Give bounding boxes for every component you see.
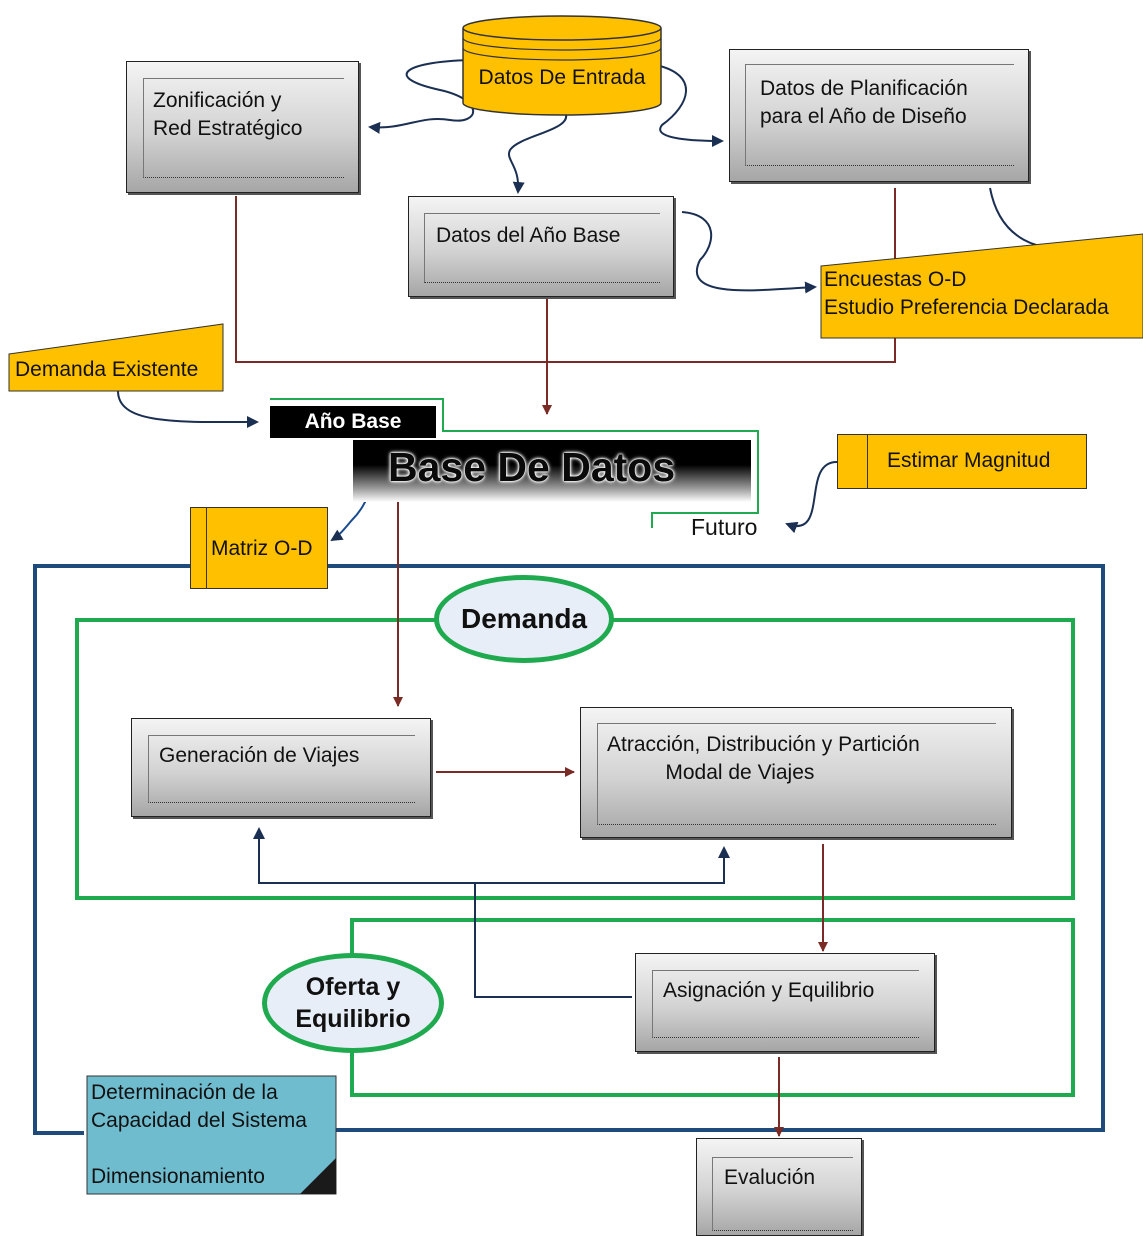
futuro-label: Futuro [691, 514, 758, 540]
ano-base-to-futuro-line [270, 398, 759, 528]
evaluacion-label: Evalución [724, 1166, 816, 1189]
asignacion-feedback-line [474, 883, 632, 998]
zonificacion-label: Zonificación y Red Estratégico [153, 89, 303, 140]
encuestas-shape [820, 233, 1143, 339]
capacidad-shape [86, 1075, 337, 1195]
ano-base-tag: Año Base [270, 406, 436, 438]
planificacion-box: Datos de Planificación para el Año de Di… [729, 49, 1029, 182]
generacion-label: Generación de Viajes [159, 744, 360, 767]
ano-base-tag-label: Año Base [304, 410, 402, 433]
demanda-label: Demanda [460, 603, 588, 634]
generacion-box: Generación de Viajes [131, 718, 431, 817]
estimar-magnitud-box: Estimar Magnitud [837, 434, 1087, 489]
matriz-od-divider [206, 508, 207, 588]
base-de-datos-label: Base De Datos [388, 444, 676, 490]
demanda-ellipse: Demanda [434, 575, 614, 663]
outer-system-frame [33, 564, 1105, 1135]
asignacion-label: Asignación y Equilibrio [663, 979, 875, 1002]
estimar-magnitud-divider [867, 435, 868, 488]
estimar-magnitud-label: Estimar Magnitud [887, 449, 1051, 472]
estimar-to-futuro-arrow [785, 460, 839, 534]
entrada-to-planificacion-arrow [655, 64, 724, 147]
demanda-existente-label: Demanda Existente [15, 358, 199, 381]
ano-base-datos-box: Datos del Año Base [408, 196, 674, 297]
base-de-datos-banner: Base De Datos [353, 440, 751, 502]
entrada-to-ano-base-arrow [507, 111, 568, 194]
matriz-od-box: Matriz O-D [190, 507, 328, 589]
feedback-to-atraccion-arrow [475, 846, 730, 884]
matriz-od-label: Matriz O-D [211, 537, 313, 560]
entrada-to-zonificacion-arrow [368, 59, 475, 134]
atraccion-label: Atracción, Distribución y Partición Moda… [607, 733, 920, 784]
feedback-to-generacion-arrow [253, 827, 475, 884]
demanda-existente-to-ano-base-arrow [117, 390, 259, 429]
capacidad-label: Determinación de la Capacidad del Sistem… [91, 1081, 307, 1188]
planificacion-label: Datos de Planificación para el Año de Di… [760, 77, 968, 128]
datos-entrada-label: Datos De Entrada [478, 66, 646, 89]
ano-base-datos-label: Datos del Año Base [436, 224, 621, 247]
encuestas-label: Encuestas O-D Estudio Preferencia Declar… [824, 268, 1109, 319]
oferta-frame [350, 918, 1075, 1097]
zonificacion-box: Zonificación y Red Estratégico [126, 61, 359, 193]
asignacion-box: Asignación y Equilibrio [635, 953, 935, 1052]
oferta-label: Oferta y Equilibrio [295, 973, 411, 1033]
oferta-ellipse: Oferta y Equilibrio [262, 953, 444, 1053]
ano-base-to-encuestas-arrow [681, 211, 817, 294]
atraccion-box: Atracción, Distribución y Partición Moda… [580, 707, 1012, 838]
demanda-frame [75, 618, 1075, 900]
demanda-existente-shape [8, 323, 224, 392]
database-cylinder-icon [462, 15, 662, 116]
evaluacion-box: Evalución [696, 1138, 862, 1236]
